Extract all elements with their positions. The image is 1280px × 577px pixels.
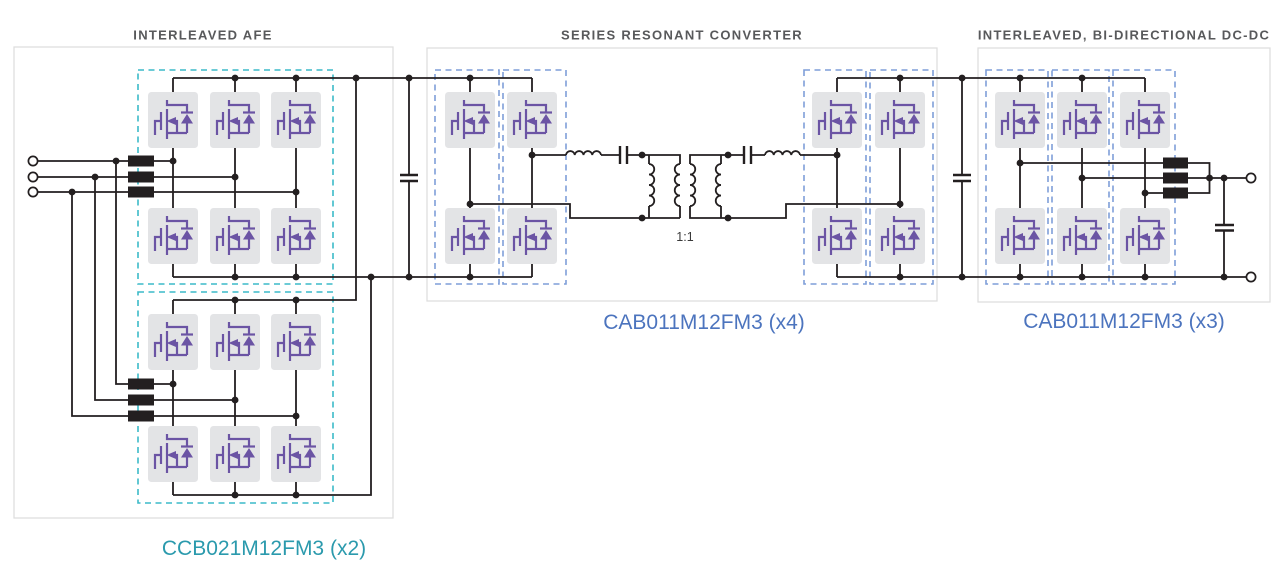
src-module-box-1 <box>434 69 500 285</box>
src-series-inductor-left <box>565 150 602 156</box>
dclink1-capacitor-icon <box>400 173 418 183</box>
mosfet-icon <box>208 424 262 484</box>
mosfet-icon <box>443 90 497 150</box>
mosfet-icon <box>269 90 323 150</box>
dcdc-module-box-1 <box>985 69 1049 285</box>
src-series-inductor-right <box>764 150 801 156</box>
transformer-ratio-label: 1:1 <box>676 230 694 244</box>
src-device-label: CAB011M12FM3 (x4) <box>603 311 805 334</box>
src-left-bridge-wires <box>469 78 681 277</box>
mosfet-icon <box>146 312 200 372</box>
mosfet-icon <box>1055 206 1109 266</box>
inductor-icon <box>128 155 154 167</box>
resonant-capacitor-left-icon <box>618 146 629 164</box>
src-module-box-2 <box>502 69 567 285</box>
output-capacitor-icon <box>1215 223 1234 232</box>
mosfet-icon <box>208 90 262 150</box>
input-terminal-icon <box>27 155 39 167</box>
magnetizing-coil-left <box>648 163 656 207</box>
mosfet-icon <box>208 206 262 266</box>
mosfet-icon <box>810 90 864 150</box>
mosfet-icon <box>443 206 497 266</box>
inductor-icon <box>1163 187 1188 199</box>
mosfet-icon <box>873 206 927 266</box>
primary-winding <box>673 163 681 207</box>
junction-dots <box>68 74 1228 499</box>
dclink2-capacitor-icon <box>953 173 971 183</box>
mosfet-icon <box>269 206 323 266</box>
src-right-bridge-wires <box>689 78 901 277</box>
src-section-title: SERIES RESONANT CONVERTER <box>561 27 803 43</box>
mosfet-icon <box>1118 206 1172 266</box>
mosfet-icon <box>993 90 1047 150</box>
mosfet-icon <box>505 206 559 266</box>
mosfet-icon <box>1118 90 1172 150</box>
mosfet-icon <box>269 312 323 372</box>
dc-rails-right <box>837 77 1246 278</box>
output-terminal-icon <box>1245 172 1257 184</box>
secondary-winding <box>689 163 697 207</box>
magnetizing-coil-right <box>714 163 722 207</box>
inductor-blocks <box>128 155 1188 422</box>
terminals <box>27 155 1257 283</box>
mosfet-icon <box>146 424 200 484</box>
output-terminal-icon <box>1245 271 1257 283</box>
input-terminal-icon <box>27 171 39 183</box>
dcdc-device-label: CAB011M12FM3 (x3) <box>1023 310 1225 333</box>
mosfet-icon <box>810 206 864 266</box>
inductor-icon <box>128 171 154 183</box>
mosfet-icon <box>146 90 200 150</box>
src-module-box-4 <box>869 69 934 285</box>
mosfet-icon <box>146 206 200 266</box>
inductor-icon <box>1163 172 1188 184</box>
input-terminal-icon <box>27 186 39 198</box>
mosfet-icon <box>208 312 262 372</box>
inductor-icon <box>128 378 154 390</box>
mosfet-icon <box>505 90 559 150</box>
mosfet-icon <box>993 206 1047 266</box>
inductor-icon <box>128 186 154 198</box>
afe-module-box-1 <box>137 69 334 285</box>
dcdc-section-title: INTERLEAVED, BI-DIRECTIONAL DC-DC <box>977 27 1271 43</box>
inductor-icon <box>128 394 154 406</box>
afe-section-title: INTERLEAVED AFE <box>133 27 273 43</box>
capacitors <box>400 146 1234 232</box>
afe-input-wires <box>38 160 128 417</box>
inductor-icon <box>1163 157 1188 169</box>
resonant-capacitor-right-icon <box>742 146 753 164</box>
mosfet-icon <box>1055 90 1109 150</box>
mosfet-icon <box>269 424 323 484</box>
mosfet-icon <box>873 90 927 150</box>
afe-device-label: CCB021M12FM3 (x2) <box>161 537 367 560</box>
transformer-icon <box>648 163 722 207</box>
afe-section-box <box>13 46 394 519</box>
dcdc-module-box-2 <box>1051 69 1110 285</box>
inductor-icon <box>128 410 154 422</box>
src-module-box-3 <box>803 69 867 285</box>
